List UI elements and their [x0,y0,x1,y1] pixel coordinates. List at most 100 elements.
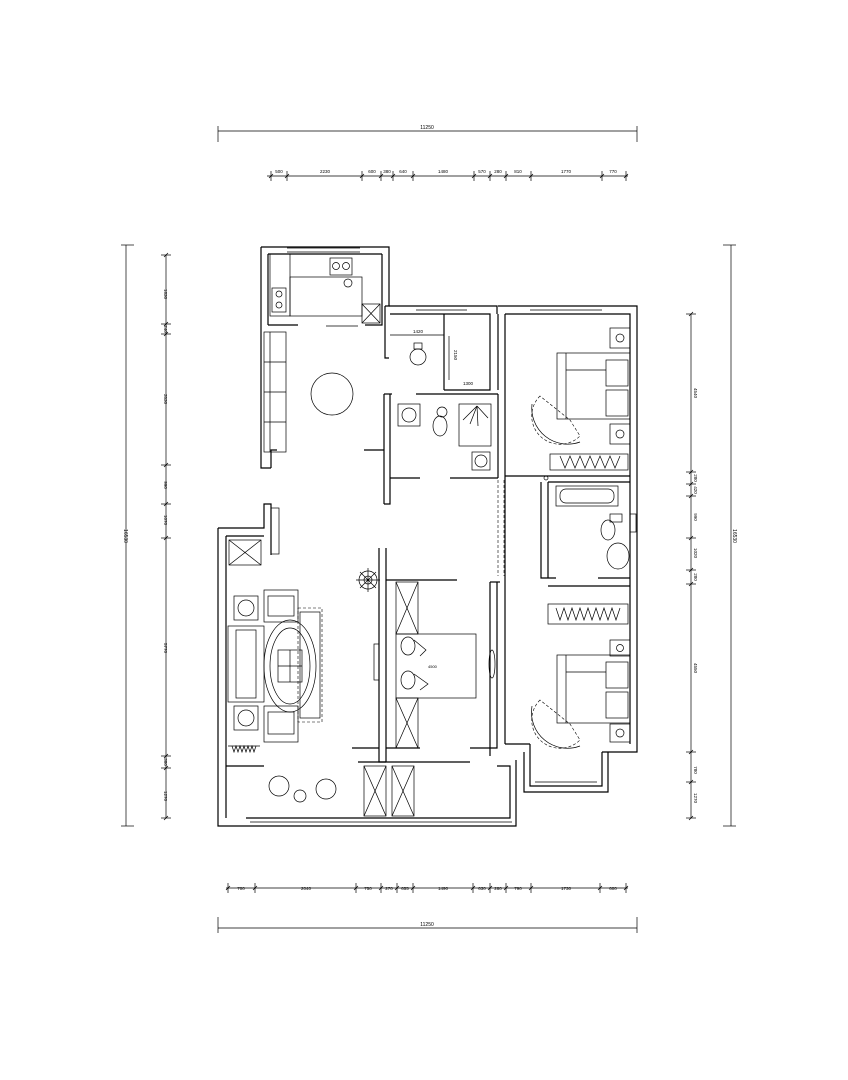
wardrobe-strip-second [547,603,629,625]
bottom-seg-9: 1730 [561,886,572,891]
dining-table-icon [310,372,354,416]
toilet-right [600,513,623,541]
bathroom-middle [397,403,492,471]
side-table-bottom [233,705,259,731]
armchair-top [263,589,299,623]
right-seg-4: 1020 [693,548,698,559]
basin-right [606,542,630,570]
bottom-seg-5: 1490 [438,886,449,891]
left-seg-0: 1830 [163,289,168,300]
right-segment-dimensions: 4540 280 420 990 1020 280 4550 780 1270 [686,311,698,821]
cabinet-box [228,539,262,566]
top-seg-8: 810 [514,169,522,174]
kitchen [269,253,381,324]
wardrobe-upper [395,581,419,635]
left-seg-5: 5770 [163,643,168,654]
kitchen-stove [271,287,287,313]
left-seg-7: 1270 [163,791,168,802]
flower-plant-icon [356,568,380,592]
right-seg-7: 780 [693,766,698,774]
armchair-bottom [263,705,299,743]
top-seg-1: 2230 [320,169,331,174]
nightstand-second-top [609,639,631,657]
left-seg-3: 990 [163,481,168,489]
central-bedroom: 4500 [363,581,496,817]
right-seg-6: 4550 [693,663,698,674]
top-segment-dimensions: 500 2230 600 380 640 1480 570 280 810 17… [267,169,629,181]
bottom-seg-3: 270 [385,886,393,891]
right-total-label: 16530 [731,529,737,543]
toilet-figure-icon [432,406,448,437]
bathtub [555,485,619,507]
bottom-seg-4: 655 [401,886,409,891]
bottom-total-label: 11250 [420,922,434,928]
master-bed [556,352,631,420]
bottom-seg-10: 600 [609,886,617,891]
top-seg-0: 500 [275,169,283,174]
sliding-panels-bottom [363,765,415,817]
master-rug [531,395,581,445]
bottom-seg-6: 630 [478,886,486,891]
master-bedroom: 4540 [531,327,631,481]
top-seg-5: 1480 [438,169,449,174]
bottom-segment-dimensions: 700 2040 750 270 655 1490 630 280 790 17… [225,883,629,893]
wardrobe-lower [395,697,419,749]
left-seg-2: 3530 [163,394,168,405]
walls [217,246,638,827]
washbasin-icon [401,407,417,423]
bed-dimension-label: 4500 [428,664,438,669]
rug [297,607,323,723]
top-seg-2: 600 [368,169,376,174]
balcony-chairs [268,775,337,803]
left-seg-4: 1070 [163,515,168,526]
right-seg-8: 1270 [693,793,698,804]
living-room [227,507,380,803]
top-seg-4: 640 [399,169,407,174]
sofa-left [227,625,265,703]
bed-central [395,633,477,699]
top-seg-9: 1770 [561,169,572,174]
figure-icon-lower [400,670,429,691]
left-seg-6: 380 [163,758,168,766]
bottom-seg-0: 700 [237,886,245,891]
right-seg-2: 420 [693,486,698,494]
second-bed [556,654,631,724]
kitchen-fridge [361,303,381,324]
top-total-label: 11250 [420,125,434,131]
left-seg-1: 240 [163,325,168,333]
bottom-seg-2: 750 [364,886,372,891]
left-total-dimension: 16530 [121,244,134,827]
coffee-table [263,619,317,713]
nightstand-top-right [609,327,631,349]
side-table-top [233,595,259,621]
toilet-icon [409,348,427,366]
second-bedroom [531,603,631,749]
left-total-label: 16530 [122,529,128,543]
top-seg-7: 280 [494,169,502,174]
bath-width-label: 1420 [413,329,424,334]
wardrobe-strip-master [549,453,629,471]
kitchen-round-fixture [343,278,353,288]
right-seg-0: 4540 [693,388,698,399]
dining-area [263,331,354,453]
bottom-seg-1: 2040 [301,886,312,891]
top-total-dimension: 11250 [217,125,638,142]
bathroom-upper: 1420 2150 1300 [390,329,474,386]
bottom-seg-8: 790 [514,886,522,891]
bath-inner-label: 1300 [463,381,474,386]
top-seg-3: 380 [383,169,391,174]
zigzag-strip-bottom [228,744,260,754]
bathroom-right [555,485,630,570]
left-segment-dimensions: 1830 240 3530 990 1070 5770 380 1270 [161,252,171,821]
right-total-dimension: 16530 [723,244,737,827]
figure-icon-upper [400,636,427,657]
washing-machine [471,451,491,471]
top-seg-6: 570 [478,169,486,174]
right-seg-5: 280 [693,573,698,581]
bath-depth-label: 2150 [453,350,458,361]
shower-area [458,403,492,447]
nightstand-second-bottom [609,723,631,743]
kitchen-sink [329,257,353,276]
bottom-total-dimension: 11250 [217,917,638,933]
